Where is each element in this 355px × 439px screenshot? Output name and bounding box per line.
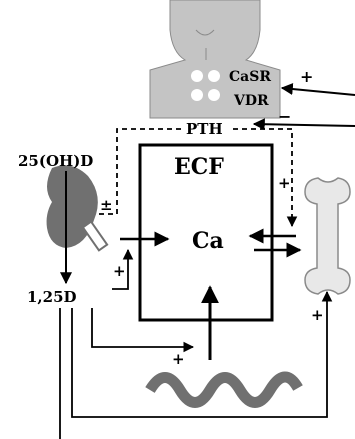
ecf-box	[138, 143, 274, 322]
neck-parathyroid-icon	[149, 0, 281, 119]
d-gut-arrow	[91, 308, 195, 353]
parathyroid-gland	[208, 70, 220, 82]
kidney-pth-sign: ±	[100, 196, 113, 214]
vdr-label: VDR	[233, 93, 269, 109]
kidney-ecf-sign: +	[113, 262, 126, 280]
intestine-icon	[145, 371, 303, 408]
casr-input-arrow	[280, 83, 355, 96]
gut-sign: +	[172, 350, 185, 368]
casr-label: CaSR	[229, 69, 271, 85]
d-kidney-feedback-arrow	[112, 248, 134, 290]
vdr-input-sign: −	[278, 107, 291, 126]
ecf-label: ECF	[174, 154, 224, 180]
pth-label: PTH	[186, 120, 223, 138]
25ohd-label: 25(OH)D	[18, 152, 93, 170]
parathyroid-gland	[208, 89, 220, 101]
kidney-icon	[46, 165, 109, 252]
bone-d-sign: +	[311, 306, 324, 324]
ca-label: Ca	[192, 228, 224, 254]
parathyroid-gland	[191, 89, 203, 101]
d-bone-arrow	[71, 290, 333, 418]
pth-kidney-path	[97, 128, 181, 215]
vdr-input-arrow	[252, 118, 355, 131]
parathyroid-gland	[191, 70, 203, 82]
125d-label: 1,25D	[27, 288, 77, 306]
pth-bone-path	[233, 128, 298, 228]
casr-input-sign: +	[300, 67, 313, 86]
bone-icon	[304, 177, 351, 295]
pth-bone-sign: +	[278, 174, 291, 192]
